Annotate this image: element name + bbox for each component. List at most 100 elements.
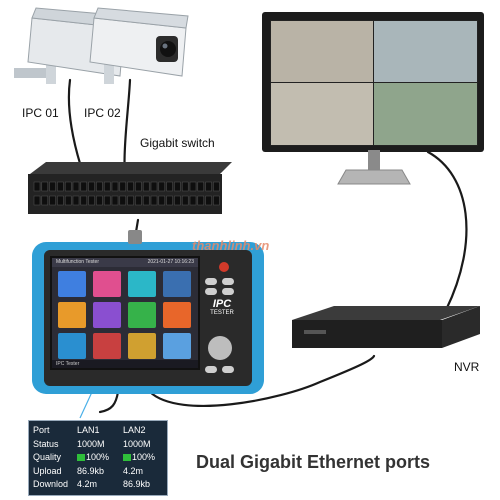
- settings-icon[interactable]: [163, 302, 191, 328]
- audio-icon[interactable]: [128, 333, 156, 359]
- switch-port: [127, 181, 134, 192]
- network-icon[interactable]: [93, 302, 121, 328]
- dpad-button[interactable]: [208, 336, 232, 360]
- function-button[interactable]: [205, 366, 217, 373]
- video-icon[interactable]: [128, 271, 156, 297]
- status-key: Port: [33, 425, 50, 435]
- function-button[interactable]: [205, 288, 217, 295]
- switch-port: [213, 181, 220, 192]
- brand-ipc: IPC: [212, 298, 232, 310]
- switch-port: [166, 195, 173, 206]
- power-button[interactable]: [219, 262, 229, 272]
- watermark: thanhlinh.vn: [192, 238, 270, 253]
- ptz-icon[interactable]: [163, 271, 191, 297]
- status-lan2: 1000M: [123, 438, 151, 449]
- switch-port: [127, 195, 134, 206]
- cable-tester-bottom: [98, 390, 120, 414]
- switch-port: [49, 195, 56, 206]
- tester-footer: IPC Tester: [56, 361, 80, 367]
- switch-port: [150, 181, 158, 192]
- tester-screen: Multifunction Tester 2021-01-27 10:16:23…: [50, 256, 200, 370]
- switch-port: [205, 181, 212, 192]
- callout-line: [79, 391, 93, 419]
- switch-port: [119, 195, 127, 206]
- switch-port: [135, 195, 142, 206]
- status-lan1: 1000M: [77, 438, 105, 449]
- status-key: Status: [33, 438, 59, 449]
- status-lan2: 86.9kb: [123, 479, 151, 489]
- tools-icon[interactable]: [58, 302, 86, 328]
- camera-feed: [373, 20, 478, 84]
- files-icon[interactable]: [58, 333, 86, 359]
- switch-port: [111, 195, 119, 206]
- status-lan2: 100%: [123, 452, 155, 463]
- camera-feed: [270, 82, 374, 146]
- cable-monitor-nvr: [426, 150, 468, 312]
- function-button[interactable]: [205, 278, 217, 285]
- switch-port: [88, 195, 95, 206]
- gigabit-switch: [28, 162, 232, 214]
- switch-port: [33, 181, 41, 192]
- switch-port: [103, 181, 111, 192]
- ethernet-icon[interactable]: [128, 302, 156, 328]
- function-button[interactable]: [222, 278, 234, 285]
- switch-port: [119, 181, 127, 192]
- signal-icon: [123, 454, 131, 462]
- switch-port: [111, 181, 119, 192]
- switch-port: [41, 181, 49, 192]
- page-title: Dual Gigabit Ethernet ports: [196, 452, 431, 472]
- switch-port: [49, 181, 56, 192]
- signal-icon: [77, 454, 85, 462]
- ipc02-label: IPC 02: [84, 106, 121, 120]
- switch-label: Gigabit switch: [140, 136, 215, 150]
- switch-port: [150, 195, 158, 206]
- status-row: Status 1000M 1000M: [33, 439, 165, 450]
- more-icon[interactable]: [163, 333, 191, 359]
- apps-icon[interactable]: [93, 333, 121, 359]
- switch-port: [96, 195, 103, 206]
- nvr-recorder: [292, 306, 480, 348]
- switch-port: [158, 181, 166, 192]
- switch-port: [80, 181, 88, 192]
- camera-feed: [373, 82, 478, 146]
- switch-port: [181, 195, 189, 206]
- switch-port: [205, 195, 212, 206]
- function-button[interactable]: [222, 366, 234, 373]
- switch-port: [103, 195, 111, 206]
- ipc01-label: IPC 01: [22, 106, 59, 120]
- switch-port: [33, 195, 41, 206]
- monitor: [262, 12, 484, 152]
- cable-tester-nvr: [148, 354, 376, 408]
- function-button[interactable]: [222, 288, 234, 295]
- bnc-connector: [128, 230, 142, 244]
- switch-port: [158, 195, 166, 206]
- switch-port: [197, 181, 205, 192]
- switch-port: [88, 181, 95, 192]
- status-lan1: LAN1: [77, 425, 100, 435]
- ip-cameras: [14, 7, 189, 84]
- status-lan2: LAN2: [123, 425, 146, 435]
- switch-port: [41, 195, 49, 206]
- status-lan1: 100%: [77, 452, 109, 463]
- tester-clock: 2021-01-27 10:16:23: [147, 259, 194, 265]
- switch-port: [135, 181, 142, 192]
- switch-port: [213, 195, 220, 206]
- status-lan1: 4.2m: [77, 479, 98, 489]
- status-key: Upload: [33, 465, 62, 476]
- tester-brand: IPC TESTER: [204, 298, 240, 316]
- tester-body: Multifunction Tester 2021-01-27 10:16:23…: [44, 250, 252, 386]
- switch-port: [96, 181, 103, 192]
- switch-port: [174, 181, 181, 192]
- switch-port: [197, 195, 205, 206]
- brand-tester: TESTER: [210, 310, 234, 316]
- switch-port: [72, 195, 80, 206]
- camera-icon[interactable]: [58, 271, 86, 297]
- switch-port: [142, 195, 150, 206]
- switch-port: [181, 181, 189, 192]
- switch-port: [189, 181, 197, 192]
- switch-port: [174, 195, 181, 206]
- onvif-icon[interactable]: [93, 271, 121, 297]
